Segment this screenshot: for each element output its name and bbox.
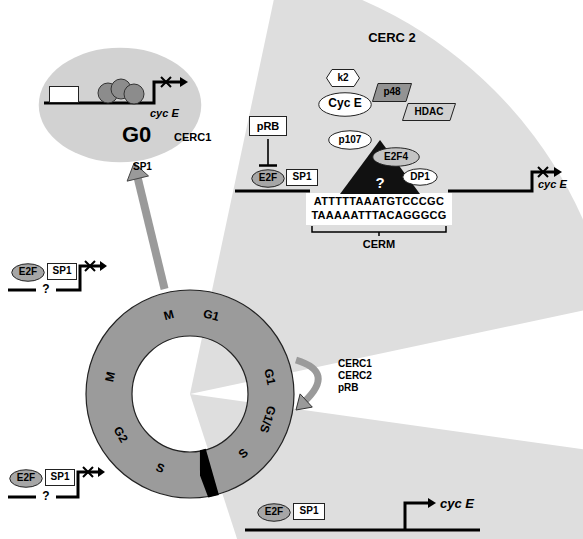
unknown-mark: ? — [42, 489, 49, 503]
sp1-box: SP1 — [293, 503, 325, 520]
node-text: SP1 — [293, 171, 312, 183]
arrow-head — [554, 167, 562, 177]
block-mark — [85, 261, 95, 271]
node-text: G1 — [261, 368, 278, 387]
box-outline — [294, 503, 325, 519]
factor-name: pRB — [338, 382, 359, 394]
node-text: E2F — [19, 266, 37, 278]
oval-outline — [329, 131, 372, 150]
dna-sequence: ATTTTTAAATGTCCCGC — [314, 195, 444, 208]
ring-outline — [86, 290, 294, 498]
unknown-mark: ? — [42, 282, 49, 296]
oval-outline — [403, 169, 438, 186]
arrow-head — [428, 498, 436, 508]
node-text: SP1 — [300, 505, 319, 517]
gene-name: cyc E — [150, 107, 179, 120]
arrow-head — [100, 261, 107, 271]
sp1-box: SP1 — [45, 469, 75, 486]
node-text: E2F4 — [384, 151, 408, 163]
complex-title: CERC 2 — [368, 30, 416, 46]
box-outline — [46, 469, 75, 485]
connector-line — [267, 139, 269, 166]
node-text: p48 — [383, 86, 400, 98]
oval-outline — [39, 48, 202, 163]
box-outline — [287, 169, 318, 185]
node-text: SP1 — [53, 265, 72, 277]
node-text: ? — [375, 174, 384, 191]
oval-outline — [319, 92, 372, 116]
block-mark — [83, 467, 93, 477]
connector-line — [138, 179, 165, 289]
block-mark — [538, 167, 548, 177]
sp1-box: SP1 — [47, 263, 77, 280]
e2f-oval: E2F — [257, 503, 291, 522]
node-text: SP1 — [133, 161, 152, 173]
cerc1-complex: CERC1 — [90, 56, 152, 112]
cerm-bracket — [312, 226, 446, 236]
node-text: E2F — [265, 506, 283, 518]
box-outline — [48, 263, 77, 279]
inhibition-line — [259, 139, 277, 166]
oval-outline — [258, 503, 291, 521]
oval-outline — [10, 469, 43, 487]
node-text: HDAC — [415, 106, 444, 118]
sp1-box-shape — [49, 86, 79, 103]
cell-cycle-ring: MG1G1G1/SSSG2M — [85, 289, 295, 499]
dp1-oval: DP1 — [402, 168, 438, 186]
oval-outline — [373, 148, 420, 167]
node-text: CERC1 — [174, 131, 211, 144]
e2f4-oval: E2F4 — [372, 147, 420, 167]
node-text: pRB — [257, 120, 280, 133]
dna-sequence: TAAAAATTTACAGGGCG — [311, 209, 446, 222]
node-text: E2F — [259, 172, 277, 184]
p48-box: p48 — [372, 83, 412, 102]
gene-name: cyc E — [538, 178, 567, 191]
factor-name: CERC1 — [338, 358, 372, 370]
oval-outline — [252, 169, 285, 187]
e2f-oval: E2F — [9, 469, 43, 488]
e2f-oval: E2F — [251, 169, 285, 188]
box-outline — [50, 86, 79, 102]
protein-circle — [124, 84, 144, 104]
node-text: SP1 — [51, 471, 70, 483]
cyclin-e-oval: Cyc E — [318, 92, 372, 117]
g0-ellipse: G0 SP1 CERC1 — [38, 47, 202, 163]
p107-oval: p107 — [328, 130, 372, 150]
restriction-point-mark — [200, 449, 219, 498]
node-text: k2 — [337, 72, 348, 84]
parallelogram-outline — [403, 104, 456, 121]
hdac-box: HDAC — [402, 103, 456, 121]
node-text: E2F — [17, 472, 35, 484]
node-text: p107 — [339, 134, 362, 146]
phase-arrow — [127, 163, 164, 289]
gene-name: cyc E — [440, 496, 474, 512]
node-text: Cyc E — [328, 97, 361, 111]
kinase-hexagon: k2 — [326, 69, 360, 87]
prb-box: pRB — [249, 116, 287, 136]
node-text: DP1 — [410, 171, 429, 183]
element-name: CERM — [363, 238, 395, 251]
box-outline — [250, 117, 287, 136]
factor-name: CERC2 — [338, 370, 372, 382]
sp1-box: SP1 — [286, 169, 318, 186]
parallelogram-outline — [373, 83, 412, 101]
sp1-box: SP1 — [49, 86, 79, 103]
hexagon-outline — [327, 70, 360, 87]
cell-cycle-ring-shape — [85, 289, 295, 499]
triangle-shape — [340, 140, 420, 194]
cerc1-complex-shape — [90, 56, 152, 112]
g0-ellipse-shape — [38, 47, 202, 163]
node-text: G0 — [122, 122, 151, 147]
oval-outline — [12, 263, 45, 281]
arrow-head — [98, 467, 105, 477]
inhibition-bar — [259, 164, 277, 167]
sequence-patch — [306, 193, 452, 225]
e2f-oval: E2F — [11, 263, 45, 282]
arrow-head — [296, 394, 312, 410]
